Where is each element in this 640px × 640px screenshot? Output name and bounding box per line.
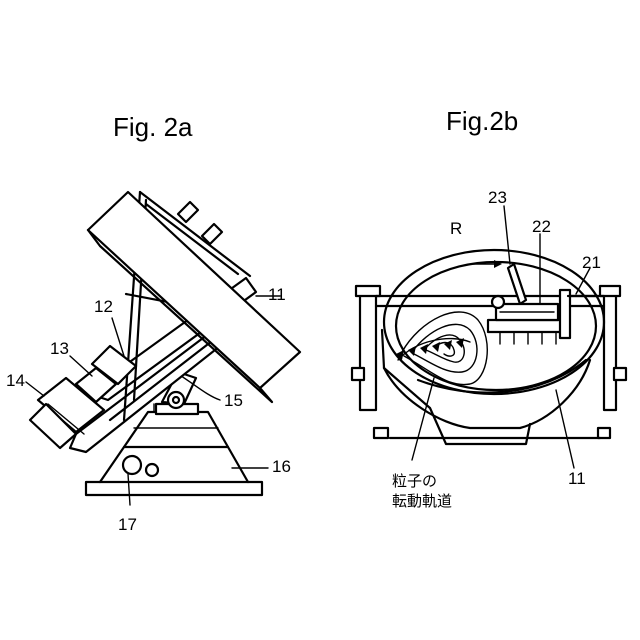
- pivot-17b: [146, 464, 158, 476]
- traj-arrow-5: [444, 340, 452, 350]
- blade-23: [508, 264, 526, 304]
- particle-trajectory: [396, 312, 487, 385]
- label-14: 14: [6, 371, 25, 390]
- arm-pivot-15: [168, 392, 184, 408]
- frame-post-left: [360, 290, 376, 410]
- support-21: [560, 290, 570, 338]
- bowl-lower-body: [382, 330, 590, 428]
- label-11b: 11: [568, 469, 586, 488]
- label-13: 13: [50, 339, 69, 358]
- label-16: 16: [272, 457, 291, 476]
- leader-13: [70, 356, 92, 376]
- label-R: R: [450, 219, 462, 238]
- spray-bar-22: [488, 320, 568, 332]
- traj-arrow-3: [420, 344, 428, 354]
- spray-knob: [492, 296, 504, 308]
- leader-17: [128, 474, 130, 505]
- fig-2b-title: Fig.2b: [446, 106, 518, 136]
- foot-right: [598, 428, 610, 438]
- leader-caption: [412, 378, 434, 460]
- label-15: 15: [224, 391, 243, 410]
- post-cap-right: [600, 286, 620, 296]
- foot-left: [374, 428, 388, 438]
- caption-line-2: 転動軌道: [392, 492, 452, 510]
- fig-2b: Fig.2b: [352, 106, 626, 510]
- label-22: 22: [532, 217, 551, 236]
- vessel-bolt-1: [178, 202, 198, 222]
- post-cap-left: [356, 286, 380, 296]
- bowl-chute: [384, 368, 530, 444]
- label-23: 23: [488, 188, 507, 207]
- side-pin-right: [614, 368, 626, 380]
- label-11a: 11: [268, 285, 286, 304]
- pivot-17: [123, 456, 141, 474]
- label-17: 17: [118, 515, 137, 534]
- caption-line-1: 粒子の: [392, 472, 437, 490]
- traj-arrow-4: [432, 342, 440, 352]
- side-pin-left: [352, 368, 364, 380]
- leader-14: [26, 382, 44, 396]
- fig-2a-title: Fig. 2a: [113, 112, 193, 142]
- label-21: 21: [582, 253, 601, 272]
- label-12: 12: [94, 297, 113, 316]
- base-plate-16: [86, 482, 262, 495]
- bowl-inner-floor: [418, 360, 586, 393]
- leader-23: [504, 206, 510, 264]
- frame-post-right: [604, 290, 616, 410]
- fig-2a: Fig. 2a: [6, 112, 300, 534]
